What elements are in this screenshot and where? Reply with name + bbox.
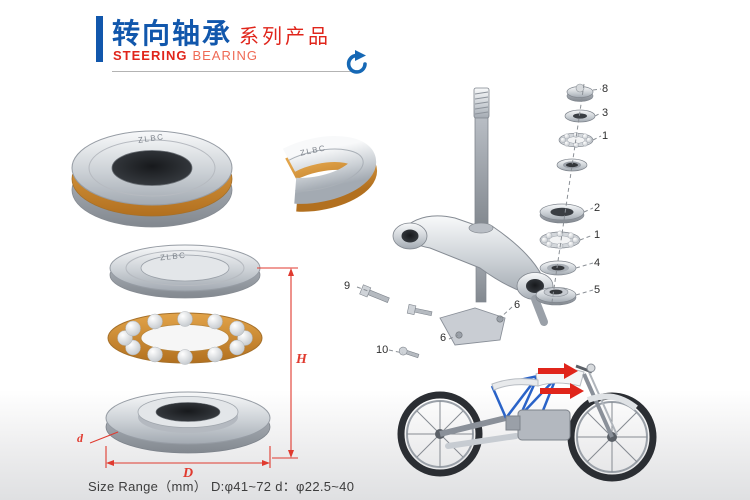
steering-position-arrow: [538, 363, 578, 379]
steering-stem-diagram: [356, 83, 602, 359]
title-chinese: 转向轴承: [112, 18, 233, 49]
steering-position-arrow: [540, 383, 584, 399]
part-number-label: 6: [514, 299, 521, 311]
part-number-label: 2: [594, 202, 601, 214]
title-english-steering: STEERING: [113, 48, 188, 63]
leader-lines: [356, 83, 602, 354]
exploded-washer: [109, 244, 261, 299]
part-number-label: 6: [440, 332, 447, 344]
part-number-label: 4: [594, 257, 601, 269]
dimension-label-outer-diameter: D: [183, 466, 194, 481]
exploded-ball-cage: [107, 311, 263, 365]
thrust-bearing-assembled: [71, 130, 233, 228]
part-number-label: 1: [594, 229, 601, 241]
size-range-text: Size Range（mm） D:φ41~72 d：φ22.5~40: [88, 479, 355, 494]
thrust-bearing-partial: [259, 136, 378, 212]
title-english-bearing: BEARING: [192, 48, 258, 63]
part-number-label: 8: [602, 83, 609, 95]
dimension-diameter-line: [89, 431, 271, 468]
arrow-icon: [344, 50, 370, 76]
part-number-label: 3: [602, 107, 609, 119]
dimension-height-line: [257, 267, 298, 459]
page-title-english: STEERING BEARING: [113, 47, 258, 65]
header-accent-bar: [96, 16, 103, 62]
dimension-label-height: H: [296, 352, 307, 367]
header-rule: [112, 71, 362, 72]
dimension-label-inner-diameter: d: [77, 431, 83, 445]
motorcycle-illustration: [397, 363, 657, 482]
part-number-label: 1: [602, 130, 609, 142]
page-title: 转向轴承系列产品: [112, 12, 331, 52]
subtitle-chinese: 系列产品: [239, 26, 332, 48]
part-number-label: 10: [376, 344, 389, 356]
exploded-bottom-ring: [105, 391, 271, 454]
part-number-label: 5: [594, 284, 601, 296]
part-number-label: 9: [344, 280, 351, 292]
